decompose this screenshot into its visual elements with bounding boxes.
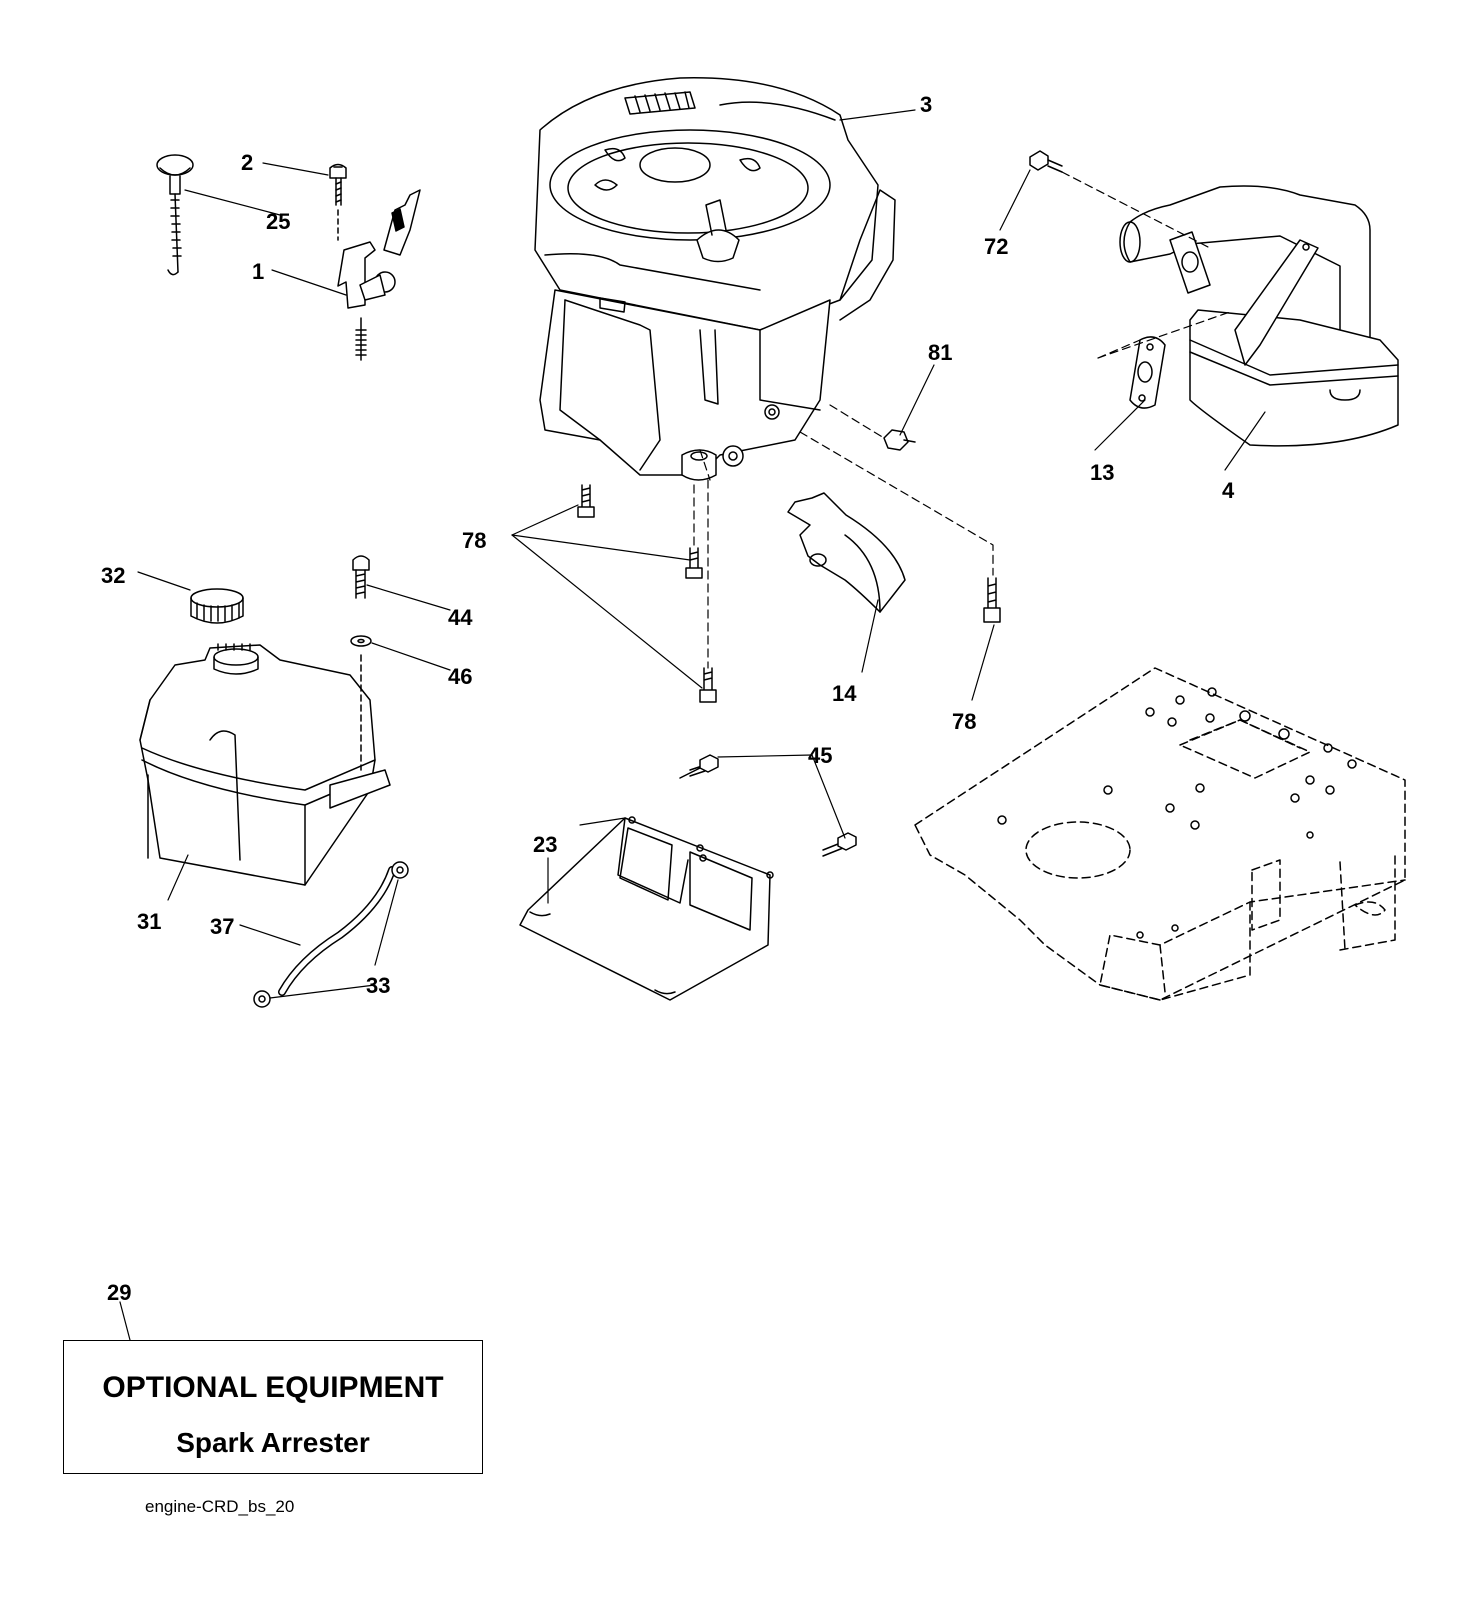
callout-46: 46	[448, 664, 473, 689]
callout-33: 33	[366, 973, 391, 998]
optional-equipment-box: OPTIONAL EQUIPMENT Spark Arrester	[63, 1340, 483, 1474]
leader-lines	[119, 109, 1266, 1341]
fuel-cap-drawing	[190, 588, 244, 624]
gasket-13-drawing	[1129, 336, 1166, 409]
nut-81-drawing	[883, 429, 916, 451]
screws-45-drawing	[679, 754, 857, 857]
optional-equipment-item: Spark Arrester	[176, 1427, 370, 1458]
callout-78-left: 78	[462, 528, 487, 553]
frame-holes	[997, 687, 1357, 939]
choke-knob-25-drawing	[156, 154, 194, 276]
callout-44: 44	[448, 605, 473, 630]
engine-drawing	[534, 77, 896, 481]
callout-14: 14	[832, 681, 857, 706]
optional-equipment-title: OPTIONAL EQUIPMENT	[102, 1371, 444, 1404]
frame-drawing	[914, 667, 1406, 1001]
callout-4: 4	[1222, 478, 1235, 503]
callout-29: 29	[107, 1280, 132, 1305]
callout-72: 72	[984, 234, 1009, 259]
callout-1: 1	[252, 259, 265, 284]
callout-23: 23	[533, 832, 558, 857]
fuel-hose-drawing	[253, 861, 409, 1008]
callout-78-right: 78	[952, 709, 977, 734]
bracket-14-drawing	[787, 492, 906, 613]
bolt-72-drawing	[1029, 150, 1063, 173]
heat-shield-drawing	[519, 816, 774, 1001]
assembly-lines	[693, 171, 1231, 669]
callout-3: 3	[920, 92, 933, 117]
muffler-drawing	[1119, 185, 1399, 447]
callout-31: 31	[137, 909, 162, 934]
callout-13: 13	[1090, 460, 1115, 485]
callout-37: 37	[210, 914, 235, 939]
bolts-78-drawing	[577, 484, 1001, 703]
callout-32: 32	[101, 563, 126, 588]
callout-25: 25	[266, 209, 291, 234]
screw-44-washer-46-drawing	[350, 555, 372, 771]
throttle-control-drawing	[337, 189, 421, 361]
diagram-code: engine-CRD_bs_20	[145, 1497, 295, 1516]
callout-45: 45	[808, 743, 833, 768]
fuel-tank-drawing	[139, 643, 391, 886]
callout-2: 2	[241, 150, 254, 175]
screw-2-drawing	[329, 163, 347, 241]
callout-81: 81	[928, 340, 953, 365]
